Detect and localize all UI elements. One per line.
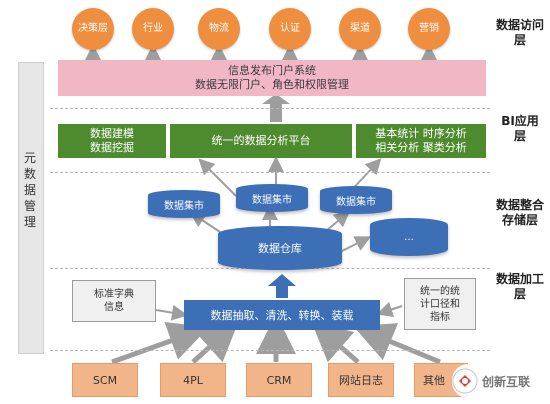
watermark-logo-icon <box>452 368 478 394</box>
source-website-log: 网站日志 <box>328 363 394 397</box>
portal-title: 信息发布门户系统 <box>228 64 316 77</box>
layer-label-access: 数据访问层 <box>496 18 545 47</box>
portal-subtitle: 数据无限门户、角色和权限管理 <box>195 78 349 91</box>
access-item-marketing: 营销 <box>408 8 450 50</box>
data-warehouse-cylinder: 数据仓库 <box>218 226 342 270</box>
unified-metrics-line-3: 指标 <box>430 311 450 323</box>
watermark-badge: 创新互联 <box>452 364 548 398</box>
layer-separator <box>50 350 490 351</box>
unified-metrics-doc: 统一的统 计口径和 指标 <box>404 278 476 330</box>
bi-analysis-line-2: 相关分析 聚类分析 <box>375 141 467 154</box>
unified-metrics-line-2: 计口径和 <box>420 298 460 310</box>
bi-analysis-box: 基本统计 时序分析 相关分析 聚类分析 <box>356 124 486 158</box>
access-item-decision: 决策层 <box>72 8 114 50</box>
source-4pl: 4PL <box>160 363 226 397</box>
source-scm: SCM <box>72 363 138 397</box>
bi-platform-box: 统一的数据分析平台 <box>170 124 352 158</box>
meta-management-label: 元数据管理 <box>23 151 36 229</box>
bi-analysis-line-1: 基本统计 时序分析 <box>375 127 467 140</box>
layer-label-storage: 数据整合存储层 <box>496 198 545 227</box>
data-mart-cylinder: 数据集市 <box>236 184 308 212</box>
bi-platform-label: 统一的数据分析平台 <box>211 134 311 147</box>
data-mart-cylinder: 数据集市 <box>148 190 220 218</box>
standard-dictionary-line-2: 信息 <box>104 302 124 313</box>
bi-modeling-box: 数据建模 数据挖掘 <box>58 124 166 158</box>
layer-separator <box>50 108 490 109</box>
standard-dictionary-doc: 标准字典 信息 <box>72 280 156 322</box>
portal-bar: 信息发布门户系统 数据无限门户、角色和权限管理 <box>58 60 486 96</box>
access-item-industry: 行业 <box>132 8 174 50</box>
data-mart-cylinder: 数据集市 <box>320 186 392 214</box>
standard-dictionary-line-1: 标准字典 <box>94 289 134 300</box>
watermark-text: 创新互联 <box>482 374 531 389</box>
layer-label-bi: BI应用层 <box>501 114 539 143</box>
access-item-certification: 认证 <box>269 8 311 50</box>
unified-metrics-line-1: 统一的统 <box>420 285 460 297</box>
etl-box: 数据抽取、清洗、转换、装载 <box>184 300 380 330</box>
other-storage-cylinder: ... <box>370 218 448 256</box>
source-crm: CRM <box>246 363 312 397</box>
bi-mining-label: 数据挖掘 <box>90 141 134 154</box>
meta-management-bar <box>18 62 44 354</box>
access-item-logistics: 物流 <box>198 8 240 50</box>
layer-label-processing: 数据加工层 <box>496 272 545 301</box>
bi-modeling-label: 数据建模 <box>90 127 134 140</box>
access-item-channel: 渠道 <box>339 8 381 50</box>
layer-separator <box>50 172 490 173</box>
